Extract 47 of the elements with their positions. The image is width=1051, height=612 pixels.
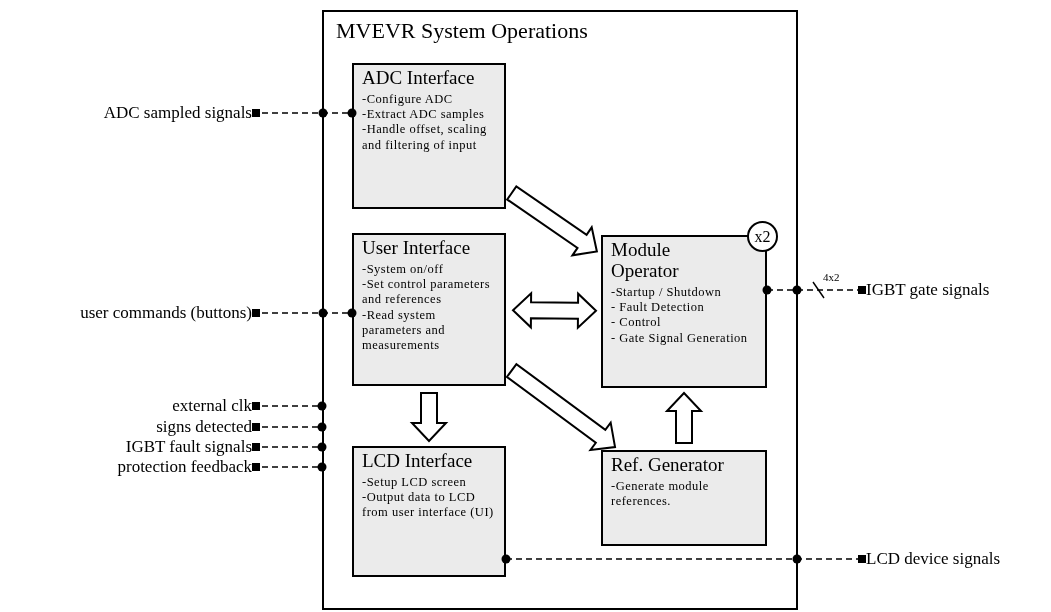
box-title: Ref. Generator xyxy=(611,455,725,476)
box-title: ADC Interface xyxy=(362,68,476,89)
signal-label: protection feedback xyxy=(0,457,252,477)
signal-label: ADC sampled signals xyxy=(0,103,252,123)
signal-label: IGBT gate signals xyxy=(866,280,1046,300)
block-arrow xyxy=(511,291,598,330)
bullet-text: -System on/off xyxy=(362,261,445,278)
block-arrow xyxy=(505,184,599,257)
signal-line xyxy=(251,308,357,318)
block-arrow xyxy=(664,391,704,444)
bullet-text: -Configure ADC xyxy=(362,91,454,108)
signal-line xyxy=(251,422,327,432)
block-arrow xyxy=(409,392,449,443)
signal-line xyxy=(251,401,327,411)
bullet-text: -Extract ADC samples xyxy=(362,107,486,123)
bullet-text: -Generate module references. xyxy=(611,478,710,510)
bullet-text: -Startup / Shutdown xyxy=(611,284,723,301)
signal-line xyxy=(762,285,867,295)
process-box xyxy=(352,233,506,386)
bullet-text: - Fault Detection xyxy=(611,300,706,316)
box-title: LCD Interface xyxy=(362,451,474,472)
signal-line xyxy=(251,442,327,452)
signal-label: external clk xyxy=(0,396,252,416)
bullet-text: -Setup LCD screen xyxy=(362,474,468,491)
signal-label: LCD device signals xyxy=(866,549,1046,569)
bullet-text: -Output data to LCD from user interface (UI) xyxy=(362,490,495,521)
process-box xyxy=(352,446,506,577)
multiplicity-circle: x2 xyxy=(747,221,778,252)
signal-label: user commands (buttons) xyxy=(0,303,252,323)
signal-label: IGBT fault signals xyxy=(0,437,252,457)
block-arrow xyxy=(505,362,617,452)
process-box xyxy=(352,63,506,209)
bullet-text: -Set control parameters and references xyxy=(362,277,492,308)
signal-line xyxy=(251,462,327,472)
signal-line xyxy=(501,554,867,564)
bullet-text: - Gate Signal Generation xyxy=(611,330,749,346)
edge-label: 4x2 xyxy=(822,271,841,283)
bullet-text: -Handle offset, scaling and filtering of input xyxy=(362,122,488,153)
process-box xyxy=(601,450,767,546)
bullet-text: -Read system parameters and measurements xyxy=(362,307,446,354)
signal-line xyxy=(251,108,357,118)
bullet-text: - Control xyxy=(611,315,662,331)
signal-label: signs detected xyxy=(0,417,252,437)
box-title: MVEVR System Operations xyxy=(336,18,589,44)
box-title: Module Operator xyxy=(611,240,680,282)
box-title: User Interface xyxy=(362,238,472,259)
system-boundary-box xyxy=(322,10,798,610)
